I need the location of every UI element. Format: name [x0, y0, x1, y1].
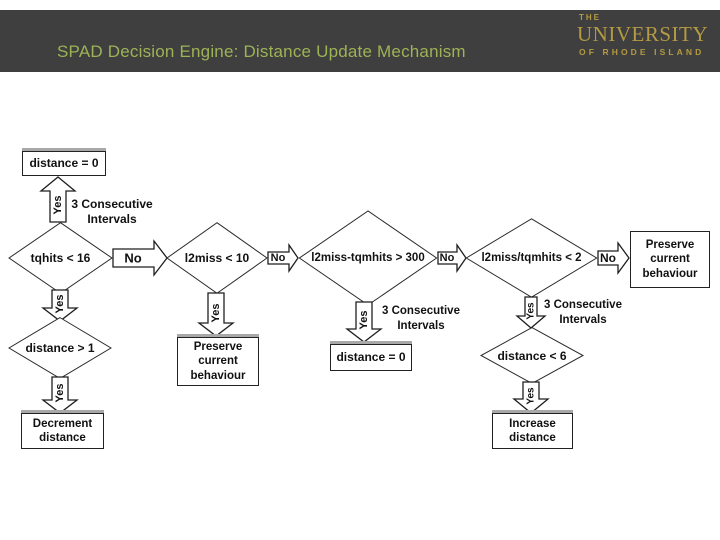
slide-title: SPAD Decision Engine: Distance Update Me… [57, 42, 466, 61]
no-arrow-4: No [597, 241, 630, 275]
process-label: distance = 0 [336, 350, 406, 365]
no-label: No [600, 251, 616, 265]
process-increase-distance: Increase distance [492, 413, 573, 449]
yes-arrow-distance-down: Yes [41, 376, 79, 414]
no-label: No [124, 250, 142, 266]
consecutive-intervals-note-2: 3 Consecutive Intervals [382, 305, 460, 332]
no-label: No [439, 252, 455, 264]
decision-label: distance < 6 [497, 348, 567, 363]
yes-arrow-ratio-down: Yes [515, 296, 547, 329]
process-label: Preserve current behaviour [190, 341, 246, 382]
slide-header-bar: SPAD Decision Engine: Distance Update Me… [0, 10, 720, 72]
process-decrement-distance: Decrement distance [21, 413, 104, 449]
university-logo: THE UNIVERSITY OF RHODE ISLAND [577, 13, 709, 57]
process-label: Increase distance [509, 417, 556, 444]
logo-university-text: UNIVERSITY [577, 22, 708, 46]
process-label: Preserve current behaviour [642, 239, 698, 280]
decision-distance-lt-6: distance < 6 [480, 327, 584, 384]
process-distance-0-top: distance = 0 [22, 151, 106, 176]
process-preserve-right: Preserve current behaviour [630, 231, 710, 288]
yes-arrow-up: Yes [39, 176, 77, 223]
yes-label: Yes [210, 303, 222, 323]
yes-arrow-tqhits-down: Yes [41, 289, 79, 322]
decision-distance-gt-1: distance > 1 [8, 317, 112, 379]
yes-arrow-l2miss-down: Yes [197, 292, 235, 337]
no-arrow-2: No [267, 242, 299, 274]
decision-label: l2miss < 10 [184, 251, 250, 265]
decision-label: l2miss-tqmhits > 300 [311, 252, 425, 264]
process-label: distance = 0 [29, 156, 99, 171]
yes-label: Yes [525, 387, 537, 405]
decision-label: l2miss/tqmhits < 2 [481, 252, 582, 264]
no-label: No [270, 252, 286, 264]
logo-the-text: THE [579, 13, 601, 22]
logo-of-rhode-island-text: OF RHODE ISLAND [579, 47, 705, 58]
decision-label: tqhits < 16 [30, 251, 91, 265]
process-distance-0-mid: distance = 0 [330, 344, 412, 371]
yes-label: Yes [525, 302, 537, 320]
yes-label: Yes [52, 195, 64, 215]
flowchart: distance = 0 Yes 3 Consecutive Intervals… [0, 72, 720, 540]
consecutive-intervals-note-1: 3 Consecutive Intervals [71, 197, 153, 227]
decision-l2miss-over-tqmhits: l2miss/tqmhits < 2 [465, 218, 598, 298]
yes-arrow-increase-down: Yes [512, 381, 550, 414]
no-arrow-3: No [437, 242, 467, 274]
yes-arrow-diff-down: Yes [345, 301, 383, 343]
yes-label: Yes [54, 294, 66, 314]
decision-l2miss: l2miss < 10 [166, 222, 268, 294]
consecutive-intervals-note-3: 3 Consecutive Intervals [544, 299, 622, 326]
decision-label: distance > 1 [25, 341, 95, 355]
yes-label: Yes [358, 310, 370, 330]
process-label: Decrement distance [32, 417, 93, 444]
decision-l2miss-minus-tqmhits: l2miss-tqmhits > 300 [298, 210, 438, 306]
decision-tqhits: tqhits < 16 [8, 222, 113, 294]
no-arrow-1: No [112, 239, 168, 277]
yes-label: Yes [54, 383, 66, 403]
process-preserve-mid: Preserve current behaviour [177, 337, 259, 386]
